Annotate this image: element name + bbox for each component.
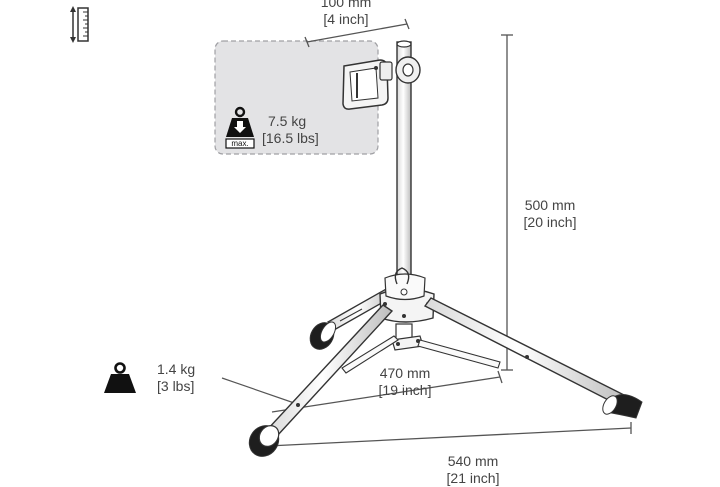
- weight-pointer-line: [221, 377, 301, 406]
- max-load-metric: 7.5 kg: [268, 113, 307, 129]
- height-label: 500 mm [20 inch]: [512, 197, 588, 231]
- product-weight-imperial: [3 lbs]: [157, 378, 195, 394]
- right-leg: [417, 297, 643, 419]
- outer-span-label: 540 mm [21 inch]: [433, 453, 513, 487]
- top-width-metric: 100 mm: [320, 0, 372, 10]
- holder-clamp: [342, 56, 421, 110]
- inner-span-dimension-line: [271, 370, 503, 413]
- top-width-dimension-line: [304, 18, 410, 48]
- outer-span-dimension-line: [267, 422, 632, 452]
- inner-span-label: 470 mm [19 inch]: [365, 365, 445, 399]
- top-width-imperial: [4 inch]: [323, 11, 369, 27]
- height-dimension-line: [501, 34, 513, 371]
- max-load-weight-icon: [225, 106, 255, 149]
- inner-span-imperial: [19 inch]: [378, 382, 432, 398]
- leg-hub: [379, 267, 435, 351]
- outer-span-metric: 540 mm: [447, 453, 499, 469]
- weight-icon: [104, 362, 136, 393]
- outer-span-imperial: [21 inch]: [446, 470, 500, 486]
- height-imperial: [20 inch]: [523, 214, 577, 230]
- max-load-imperial: [16.5 lbs]: [262, 130, 319, 146]
- top-width-label: 100 mm [4 inch]: [306, 0, 386, 28]
- max-badge: max.: [231, 139, 249, 148]
- max-load-label: 7.5 kg [16.5 lbs]: [262, 113, 319, 147]
- left-leg: [248, 304, 399, 457]
- back-leg: [309, 287, 395, 350]
- max-load-zone: [214, 40, 379, 155]
- height-metric: 500 mm: [524, 197, 576, 213]
- inner-span-metric: 470 mm: [379, 365, 431, 381]
- ruler-icon: [70, 6, 89, 43]
- product-weight-label: 1.4 kg [3 lbs]: [157, 361, 195, 395]
- product-weight-metric: 1.4 kg: [157, 361, 196, 377]
